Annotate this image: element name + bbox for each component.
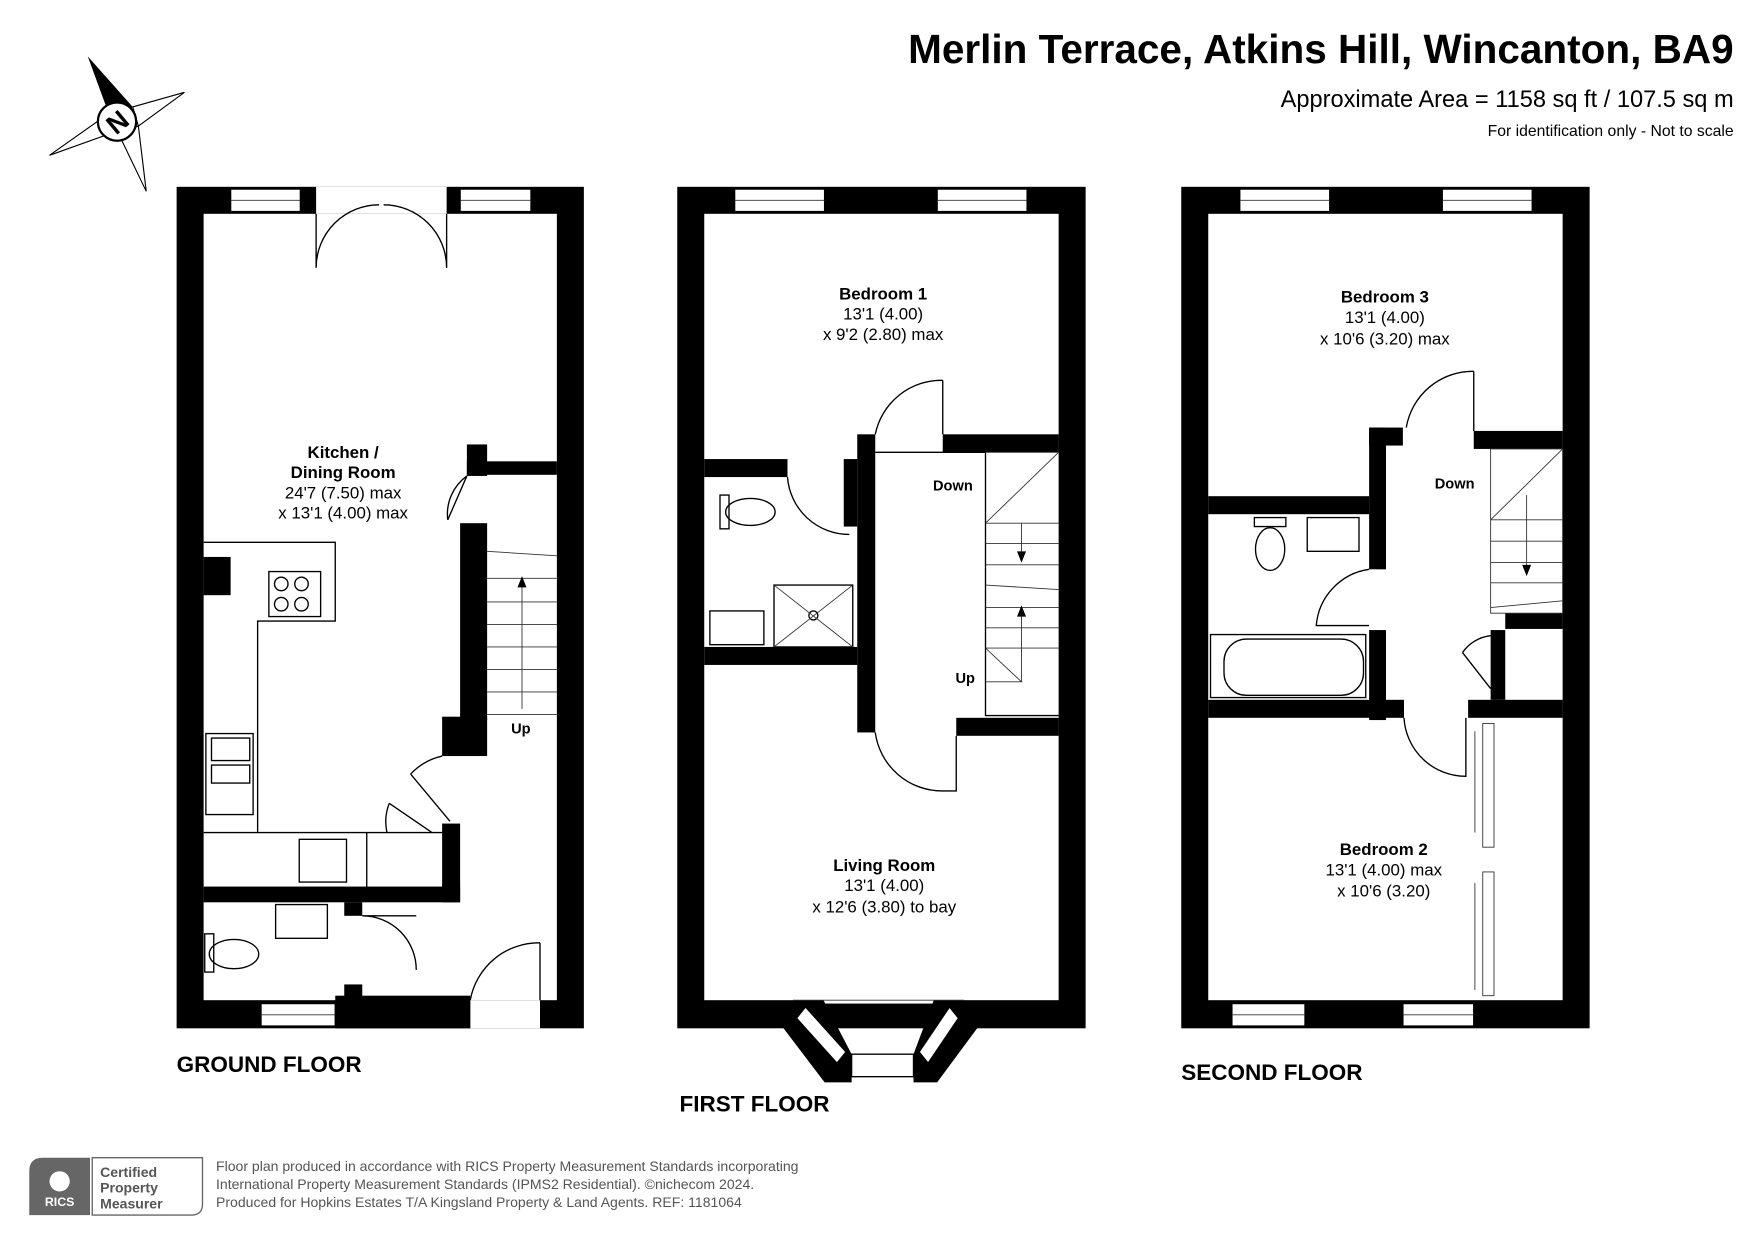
first-floor-plan: Down Up Bedroom 1 13'1 (4.00) x 9'2 (2.8… <box>677 186 1086 1117</box>
area-text: Approximate Area = 1158 sq ft / 107.5 sq… <box>1281 87 1734 113</box>
rics-lion-icon <box>49 1171 70 1192</box>
room-dims-kitchen: 24'7 (7.50) max <box>285 483 402 502</box>
room-name-bedroom-1: Bedroom 1 <box>839 284 927 303</box>
room-dims-bedroom-1-2: x 9'2 (2.80) max <box>823 325 944 344</box>
compass-icon: N <box>49 56 185 192</box>
room-dims-bedroom-3: 13'1 (4.00) <box>1345 308 1425 327</box>
room-dims-bedroom-1: 13'1 (4.00) <box>843 305 923 324</box>
stair-label-down: Down <box>933 479 973 495</box>
ground-floor-plan: Up Kitchen / Dining Room 24'7 (7.50) max… <box>176 186 584 1077</box>
footer-note-3: Produced for Hopkins Estates T/A Kingsla… <box>216 1194 742 1210</box>
room-name-bedroom-3: Bedroom 3 <box>1341 288 1429 307</box>
badge-line-2: Property <box>100 1180 158 1196</box>
room-dims-kitchen-2: x 13'1 (4.00) max <box>278 504 408 523</box>
rics-brand: RICS <box>45 1195 75 1209</box>
room-dims-living-room: 13'1 (4.00) <box>844 876 924 895</box>
rics-badge: RICS Certified Property Measurer <box>29 1157 204 1216</box>
stair-label-up: Up <box>511 722 531 738</box>
floor-label-ground: GROUND FLOOR <box>177 1052 362 1077</box>
room-dims-bedroom-2: 13'1 (4.00) max <box>1325 860 1442 879</box>
badge-line-1: Certified <box>100 1164 157 1180</box>
footer-note-1: Floor plan produced in accordance with R… <box>216 1158 798 1174</box>
disclaimer-text: For identification only - Not to scale <box>1488 123 1734 140</box>
room-name-bedroom-2: Bedroom 2 <box>1340 840 1428 859</box>
footer-note-2: International Property Measurement Stand… <box>216 1176 754 1192</box>
badge-line-3: Measurer <box>100 1195 163 1211</box>
stair-label-down: Down <box>1435 476 1475 492</box>
property-title: Merlin Terrace, Atkins Hill, Wincanton, … <box>908 26 1734 72</box>
floor-label-second: SECOND FLOOR <box>1181 1060 1362 1085</box>
room-dims-living-room-2: x 12'6 (3.80) to bay <box>812 897 956 916</box>
stair-label-up: Up <box>956 671 976 687</box>
second-floor-plan: Down Bedroom 3 13'1 (4.00) x 10'6 (3.20)… <box>1181 186 1590 1085</box>
room-dims-bedroom-2-2: x 10'6 (3.20) <box>1337 882 1430 901</box>
room-name-kitchen-2: Dining Room <box>291 463 396 482</box>
room-dims-bedroom-3-2: x 10'6 (3.20) max <box>1320 329 1450 348</box>
room-name-kitchen: Kitchen / <box>308 443 380 462</box>
room-name-living-room: Living Room <box>833 856 935 875</box>
floor-label-first: FIRST FLOOR <box>680 1092 830 1117</box>
